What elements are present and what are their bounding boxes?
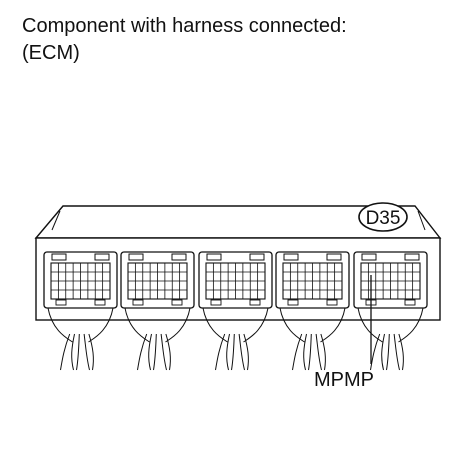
wire-bundle xyxy=(279,307,346,371)
connector-id-label: D35 xyxy=(366,208,401,229)
wire-bundle xyxy=(124,307,191,371)
wire-bundle xyxy=(47,307,114,371)
connector-socket xyxy=(120,251,195,309)
wire-harness xyxy=(47,307,424,371)
pin-label: MPMP xyxy=(314,369,374,391)
heading-line-2: (ECM) xyxy=(22,42,80,64)
connector-socket xyxy=(275,251,350,309)
connector-socket xyxy=(353,251,428,309)
wire-bundle xyxy=(202,307,269,371)
connector-id-callout: D35 xyxy=(358,202,408,232)
wire-bundle xyxy=(357,307,424,371)
pin-pointer: MPMP xyxy=(314,275,374,391)
heading-line-1: Component with harness connected: xyxy=(22,15,347,37)
callout-ellipse xyxy=(358,202,408,232)
diagram-heading: Component with harness connected: (ECM) xyxy=(22,13,347,67)
connector-socket xyxy=(43,251,118,309)
connector-sockets xyxy=(43,251,428,309)
connector-socket xyxy=(198,251,273,309)
